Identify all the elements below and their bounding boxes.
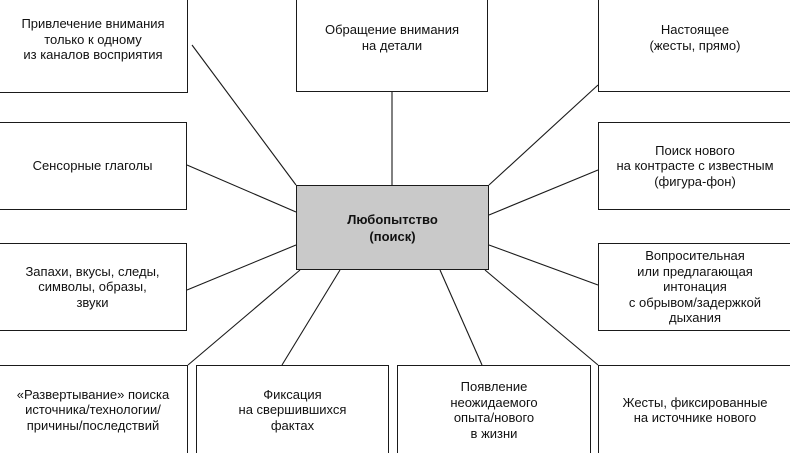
connector-sensory-verbs xyxy=(186,164,297,213)
center-node-curiosity: Любопытство (поиск) xyxy=(296,185,489,270)
connector-unexpected-experience xyxy=(439,269,483,366)
connector-smells-tastes xyxy=(186,244,297,291)
connector-search-new-contrast xyxy=(488,169,599,216)
connector-attention-one-channel xyxy=(191,44,297,186)
connector-fixation-facts xyxy=(281,269,341,366)
node-attention-details: Обращение внимания на детали xyxy=(296,0,488,92)
node-search-new-contrast: Поиск нового на контрасте с известным (ф… xyxy=(598,122,790,210)
connector-present xyxy=(488,84,599,186)
connector-gestures-source xyxy=(484,269,599,366)
node-intonation: Вопросительная или предлагающая интонаци… xyxy=(598,243,790,331)
node-fixation-facts: Фиксация на свершившихся фактах xyxy=(196,365,389,453)
node-attention-one-channel: Привлечение внимания только к одному из … xyxy=(0,0,188,93)
connector-unfolding xyxy=(187,269,301,366)
node-present: Настоящее (жесты, прямо) xyxy=(598,0,790,92)
connector-intonation xyxy=(488,244,599,286)
node-sensory-verbs: Сенсорные глаголы xyxy=(0,122,187,210)
node-gestures-source: Жесты, фиксированные на источнике нового xyxy=(598,365,790,453)
node-unexpected-experience: Появление неожидаемого опыта/нового в жи… xyxy=(397,365,591,453)
node-unfolding: «Развертывание» поиска источника/техноло… xyxy=(0,365,188,453)
node-smells-tastes: Запахи, вкусы, следы, символы, образы, з… xyxy=(0,243,187,331)
